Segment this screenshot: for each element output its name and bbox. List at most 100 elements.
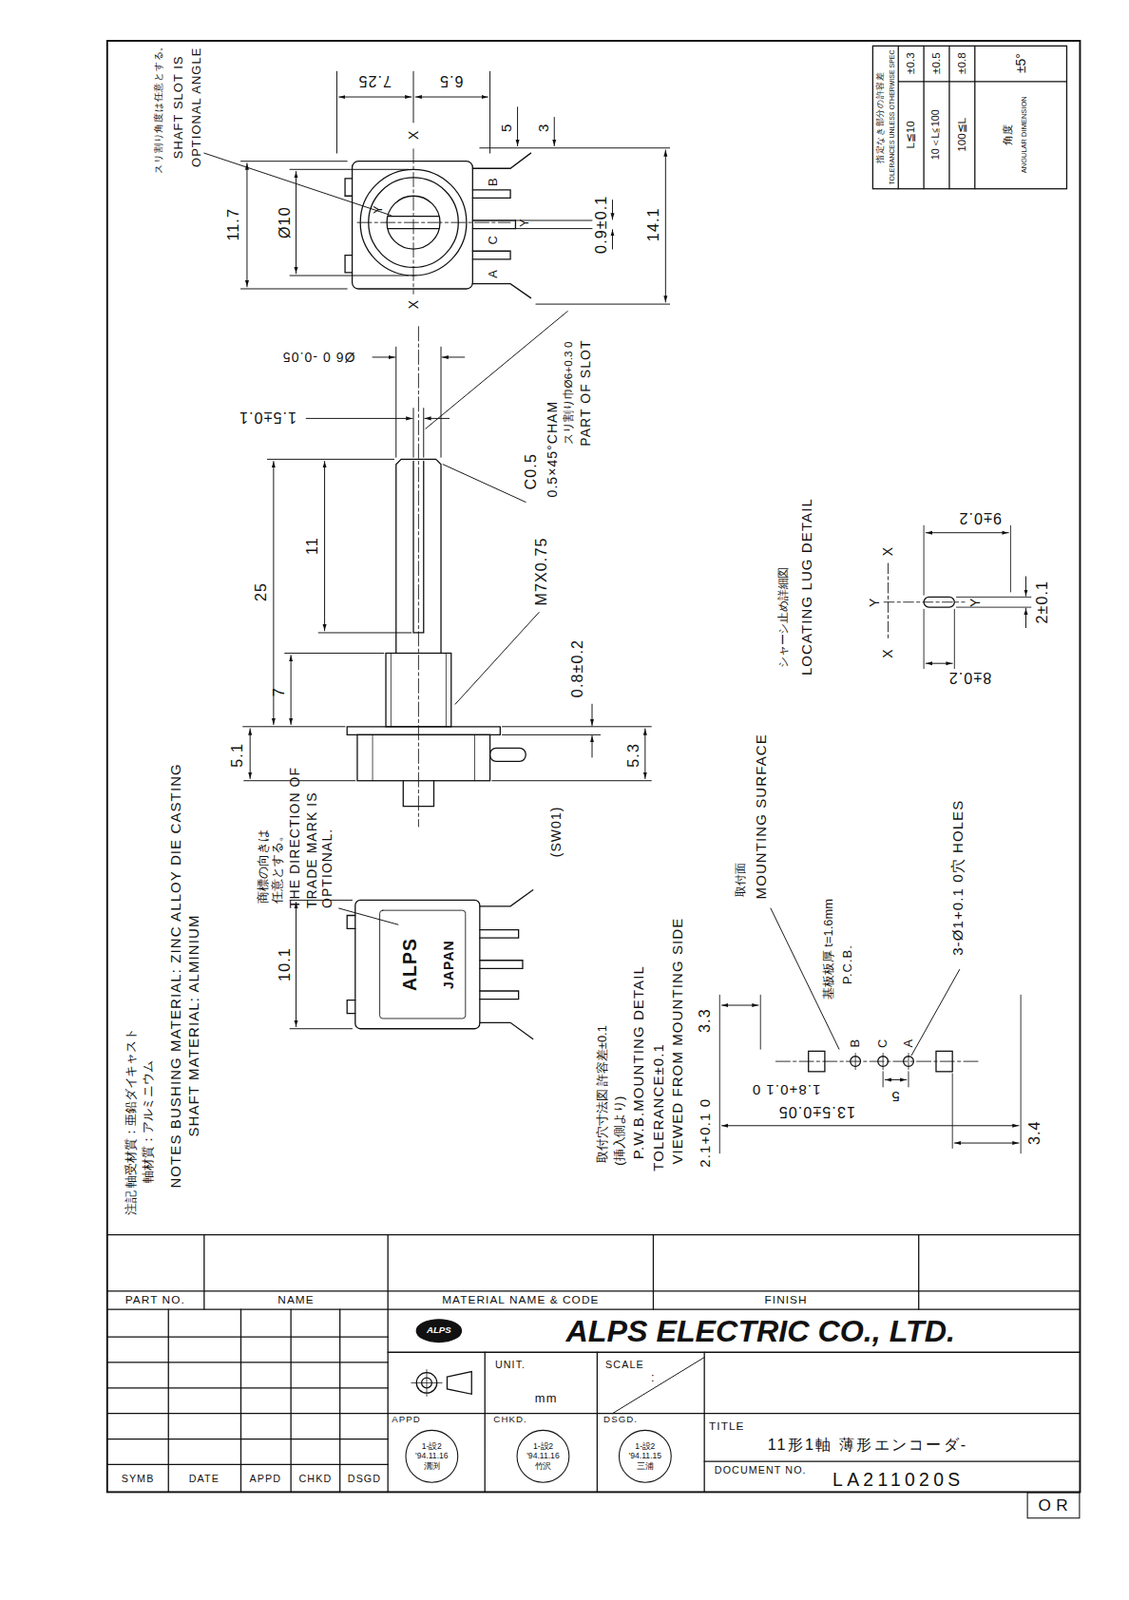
bottom-view bbox=[355, 899, 480, 1029]
dimension-text: 1.5±0.1 bbox=[238, 410, 297, 426]
bottom-view bbox=[479, 930, 523, 1000]
dimension-lines bbox=[612, 229, 613, 249]
stamp-text: '94.11.16 bbox=[526, 1452, 559, 1462]
pcb-mounting-detail bbox=[719, 908, 1021, 1154]
stamp-text: 溝渕 bbox=[423, 1461, 441, 1472]
side-view bbox=[346, 727, 500, 736]
dimension-text: 5 bbox=[498, 123, 514, 133]
pcb-mounting-detail bbox=[884, 1079, 907, 1081]
bottom-view bbox=[479, 890, 534, 1040]
pin-label: B bbox=[486, 176, 499, 187]
title-block-text: UNIT. bbox=[495, 1360, 526, 1372]
dimension-lines bbox=[324, 461, 326, 632]
dimension-text: 14.1 bbox=[645, 207, 661, 242]
dimension-text: Ø10 bbox=[276, 206, 292, 239]
trade-mark: JAPAN bbox=[442, 939, 457, 990]
bottom-view bbox=[289, 890, 534, 1040]
tolerance-cell: L≦10 bbox=[904, 120, 917, 149]
dimension-lines bbox=[479, 148, 670, 305]
note-text: P.C.B. bbox=[841, 944, 854, 985]
note-text: 基板板厚 t=1.6mm bbox=[822, 899, 836, 1000]
dimension-lines bbox=[492, 727, 652, 782]
front-view bbox=[472, 190, 516, 260]
tolerance-table bbox=[898, 45, 1067, 189]
stamp-text: '94.11.16 bbox=[415, 1452, 448, 1462]
bottom-view bbox=[339, 908, 399, 925]
trade-mark: ALPS bbox=[401, 937, 420, 992]
title-block bbox=[416, 1320, 461, 1343]
dimension-lines bbox=[204, 153, 392, 216]
drawing-lines bbox=[107, 40, 1081, 1493]
axis-label: Y bbox=[371, 204, 384, 214]
tolerance-table bbox=[872, 45, 1067, 189]
note-text: スリ割り角度は任意とする。 bbox=[153, 40, 163, 174]
dimension-lines bbox=[372, 356, 396, 358]
dimension-text: 8±0.2 bbox=[948, 670, 993, 687]
dimension-text: 10.1 bbox=[276, 947, 292, 982]
bottom-view bbox=[346, 916, 356, 1015]
title-block-text: TITLE bbox=[708, 1421, 746, 1434]
title-block bbox=[107, 1235, 1081, 1466]
dimension-text: 5.3 bbox=[625, 743, 641, 768]
note-text: P.W.B.MOUNTING DETAIL bbox=[631, 965, 646, 1160]
tolerance-table bbox=[872, 45, 1067, 189]
locating-lug-detail bbox=[1025, 576, 1027, 596]
tolerance-cell: ±5° bbox=[1014, 53, 1028, 74]
dimension-lines bbox=[336, 71, 490, 154]
axis-label: Y bbox=[518, 217, 532, 228]
note-text: SHAFT MATERIAL: ALMINIUM bbox=[187, 914, 202, 1137]
dimension-lines bbox=[318, 631, 412, 633]
axis-label: X bbox=[881, 648, 896, 658]
axis-label: X bbox=[406, 130, 421, 140]
stamp-text: '94.11.15 bbox=[629, 1452, 662, 1462]
side-view bbox=[346, 326, 526, 827]
dimension-text: 13.5±0.05 bbox=[778, 1105, 856, 1121]
dimension-lines bbox=[289, 169, 409, 276]
dimension-lines bbox=[306, 418, 413, 420]
locating-lug-detail bbox=[883, 563, 965, 642]
dimension-text: 2±0.1 bbox=[1033, 580, 1050, 625]
note-text: 商標の向きは任意とする。 bbox=[255, 822, 286, 904]
note-text: MOUNTING SURFACE bbox=[753, 733, 768, 900]
dimension-text: 0.8±0.2 bbox=[569, 639, 585, 698]
tolerance-cell: ANGULAR DIMENSION bbox=[1020, 95, 1029, 173]
drawing-title: 11形1軸 薄形エンコーダ- bbox=[767, 1436, 969, 1453]
front-view bbox=[357, 149, 511, 295]
tolerance-cell: 100≦L bbox=[956, 117, 968, 153]
pcb-mounting-detail bbox=[719, 995, 1021, 1153]
dimension-text: 3 bbox=[535, 123, 551, 133]
dimension-text: 25 bbox=[252, 582, 268, 602]
title-block bbox=[107, 1235, 1081, 1493]
title-block-text: APPD bbox=[391, 1415, 421, 1425]
stamp-text: 竹沢 bbox=[535, 1461, 552, 1472]
pcb-mounting-detail bbox=[760, 995, 762, 1050]
note-text: SHAFT SLOT IS bbox=[172, 55, 186, 159]
pin-label: A bbox=[902, 1038, 916, 1049]
dimension-lines bbox=[413, 408, 424, 459]
approval-stamp: 1-設2'94.11.16竹沢 bbox=[516, 1430, 571, 1484]
locating-lug-detail bbox=[925, 532, 1009, 534]
axis-label: X bbox=[881, 546, 896, 556]
pin-label: A bbox=[486, 268, 499, 279]
drawing-frame bbox=[107, 40, 1081, 1493]
revision-box: OR bbox=[1027, 1492, 1081, 1519]
note-text: 取付面 bbox=[734, 862, 747, 897]
front-view bbox=[472, 153, 531, 299]
title-block-text: PART NO. bbox=[125, 1295, 186, 1307]
title-block-text: CHKD bbox=[299, 1473, 333, 1485]
dimension-text: 0.9±0.1 bbox=[593, 195, 609, 254]
pcb-mounting-detail bbox=[911, 969, 959, 1055]
dimension-lines bbox=[272, 461, 274, 726]
revision-mark: OR bbox=[1037, 1496, 1073, 1516]
side-view bbox=[372, 734, 475, 781]
bottom-view bbox=[289, 899, 353, 1029]
title-block-text: ALPS ELECTRIC CO., LTD. bbox=[566, 1317, 956, 1348]
dimension-lines bbox=[267, 459, 394, 460]
dimension-lines bbox=[554, 117, 555, 147]
note-text: 注記 軸受材質：亜鉛ダイキャスト bbox=[124, 1028, 137, 1216]
title-block bbox=[446, 1372, 472, 1396]
dimension-lines bbox=[396, 346, 441, 458]
note-text: OPTIONAL ANGLE bbox=[190, 47, 203, 168]
note-text: THE DIRECTION OF TRADE MARK IS OPTIONAL. bbox=[287, 755, 335, 909]
stamp-text: 1-設2 bbox=[533, 1442, 554, 1453]
